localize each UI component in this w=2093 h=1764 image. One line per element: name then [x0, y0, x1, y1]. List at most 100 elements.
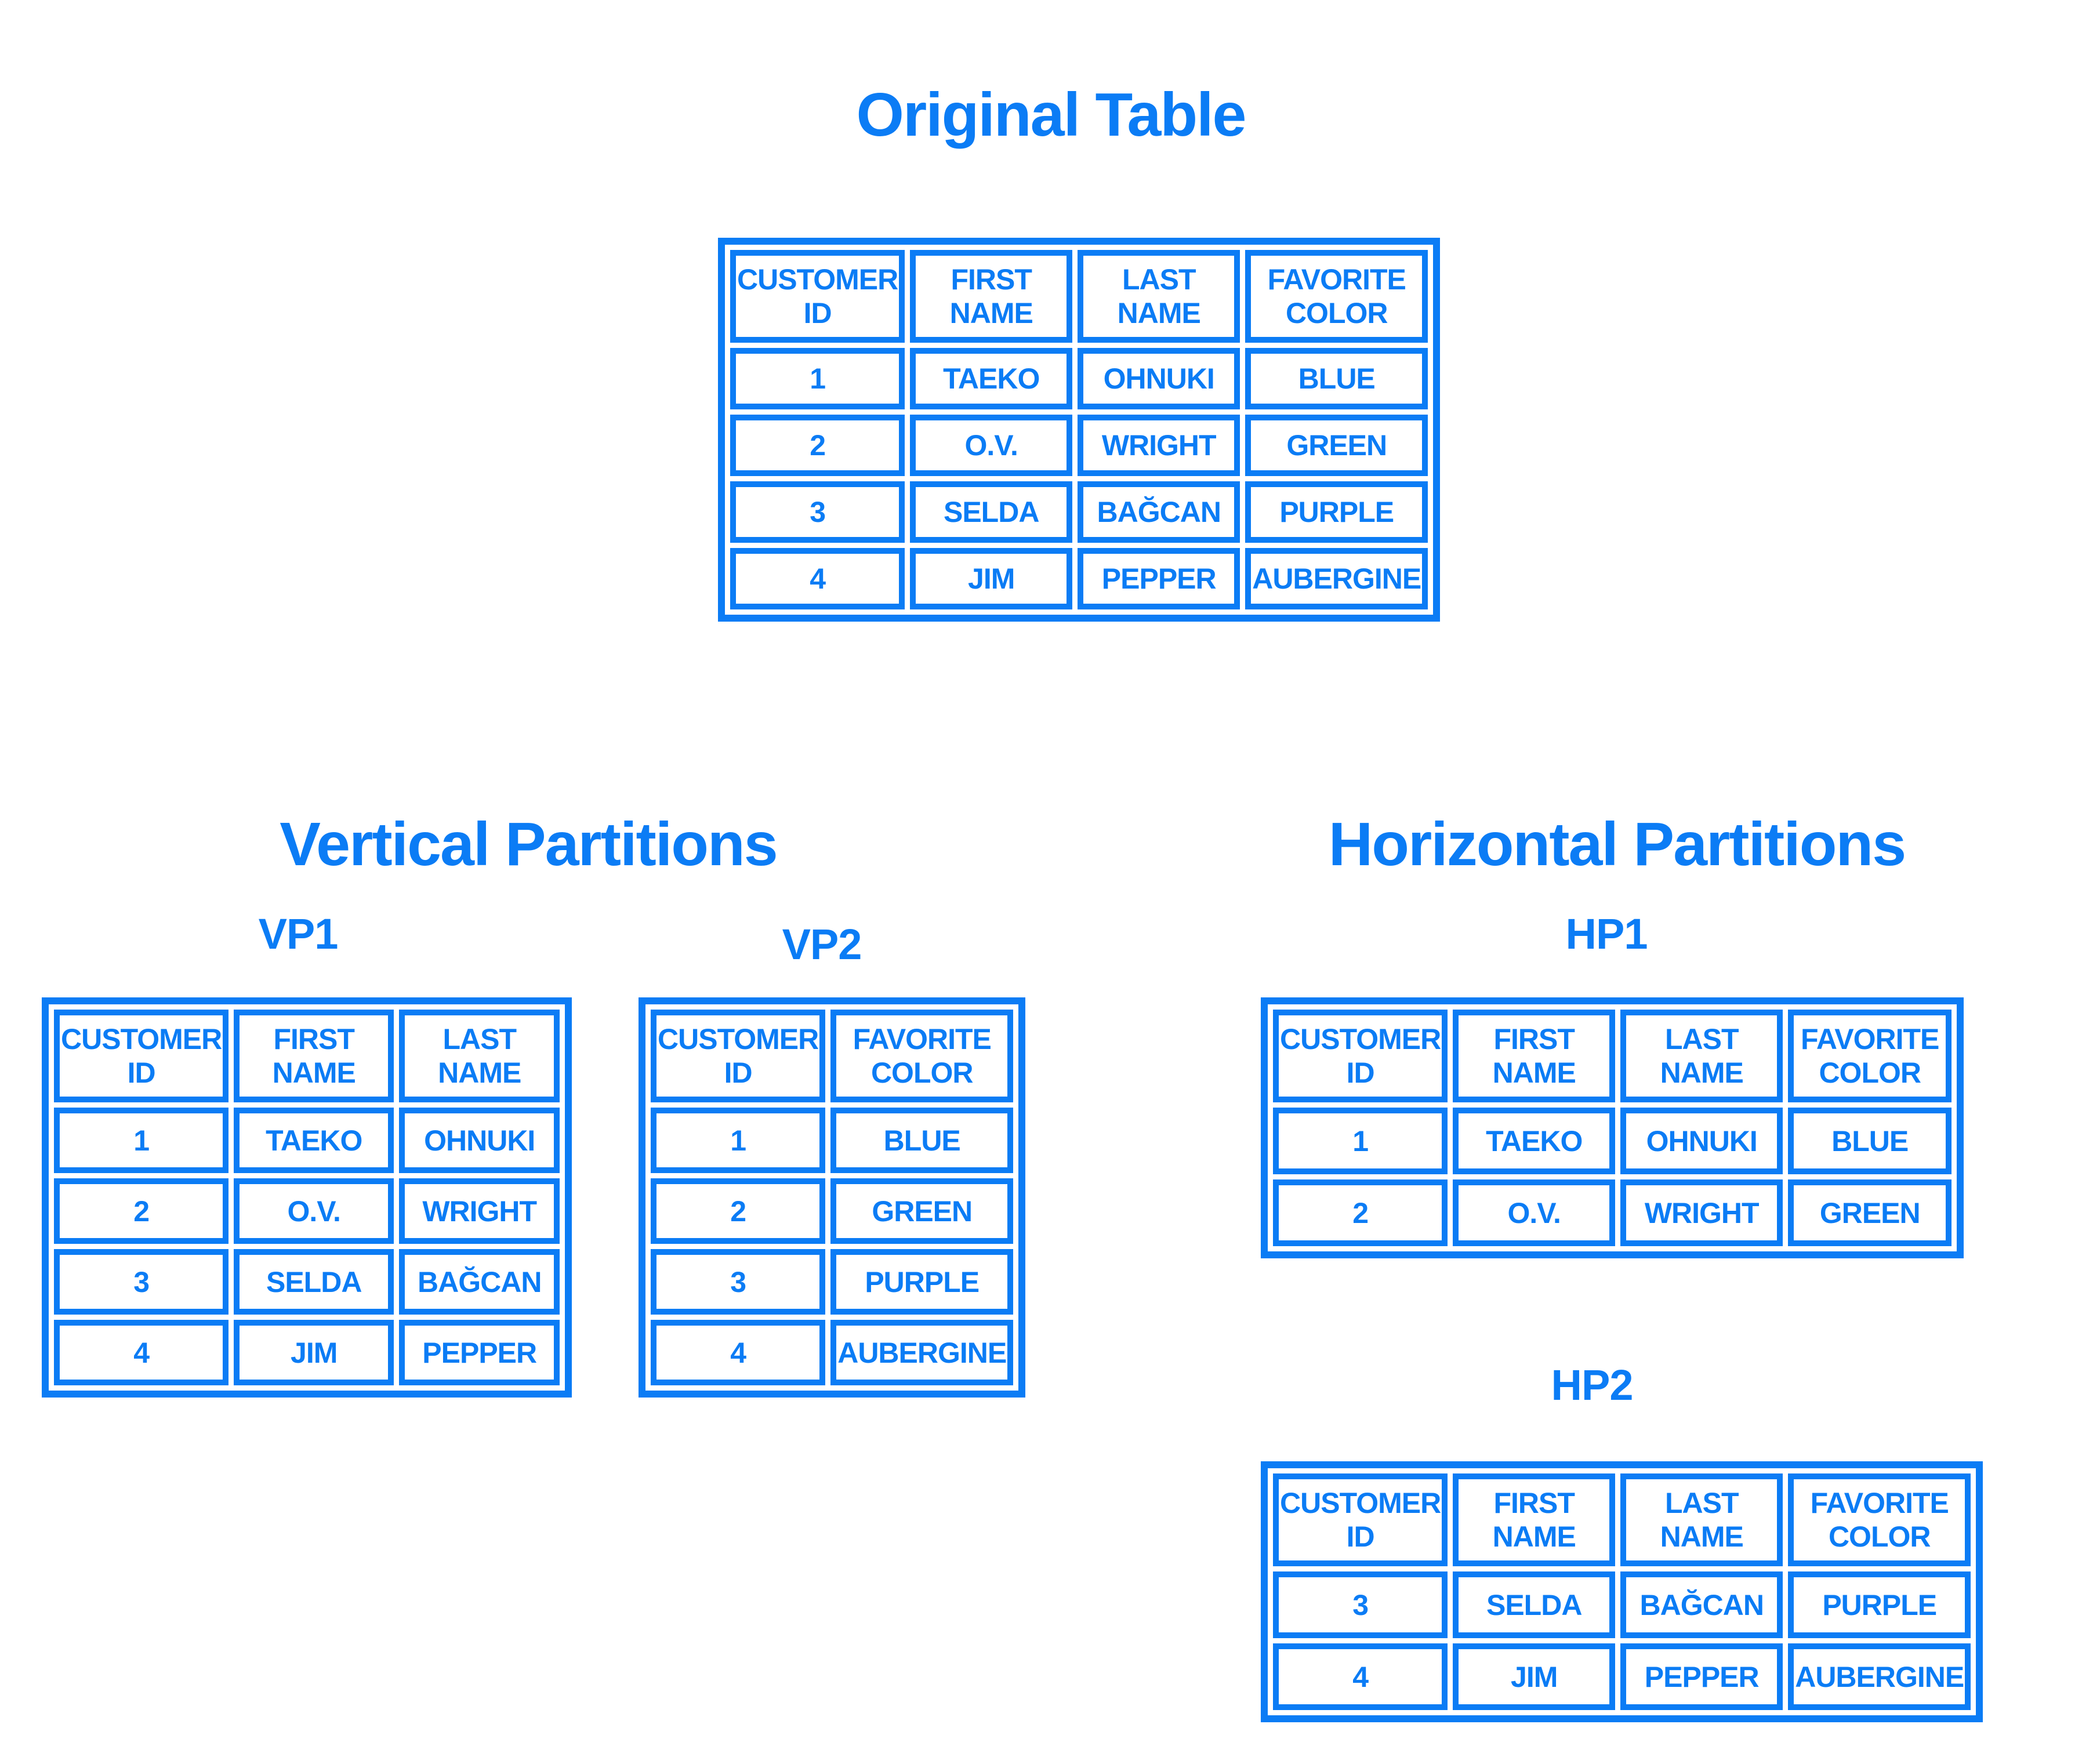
table-cell: PURPLE — [830, 1249, 1014, 1315]
table-cell: PURPLE — [1245, 481, 1428, 543]
table-cell: 3 — [54, 1249, 229, 1315]
column-header: CUSTOMER ID — [651, 1010, 826, 1102]
table-cell: OHNUKI — [1620, 1108, 1783, 1174]
table-cell: 1 — [651, 1108, 826, 1173]
table-row: 4 JIM PEPPER AUBERGINE — [730, 548, 1428, 609]
table-cell: GREEN — [1788, 1179, 1952, 1246]
table-cell: AUBERGINE — [1788, 1643, 1971, 1710]
table-row: 4 JIM PEPPER AUBERGINE — [1273, 1643, 1971, 1710]
table-cell: SELDA — [910, 481, 1073, 543]
table-cell: O.V. — [910, 415, 1073, 476]
table-cell: JIM — [1453, 1643, 1616, 1710]
table-cell: WRIGHT — [1078, 415, 1240, 476]
table-row: 4 JIM PEPPER — [54, 1320, 560, 1385]
table-row: 3 SELDA BAĞCAN — [54, 1249, 560, 1315]
table-row: 3 SELDA BAĞCAN PURPLE — [730, 481, 1428, 543]
header-row: CUSTOMER ID FIRST NAME LAST NAME — [54, 1010, 560, 1102]
table-row: 2 O.V. WRIGHT GREEN — [730, 415, 1428, 476]
table-cell: AUBERGINE — [1245, 548, 1428, 609]
table-row: 2 GREEN — [651, 1178, 1014, 1244]
table-cell: OHNUKI — [399, 1108, 560, 1173]
table-cell: PEPPER — [1620, 1643, 1783, 1710]
table-row: 2 O.V. WRIGHT GREEN — [1273, 1179, 1952, 1246]
table-cell: 4 — [730, 548, 905, 609]
table-cell: JIM — [910, 548, 1073, 609]
table-cell: O.V. — [1453, 1179, 1616, 1246]
hp1-label: HP1 — [1565, 910, 1648, 958]
table-cell: SELDA — [234, 1249, 394, 1315]
table-row: 1 TAEKO OHNUKI — [54, 1108, 560, 1173]
table-cell: WRIGHT — [1620, 1179, 1783, 1246]
column-header: FAVORITE COLOR — [830, 1010, 1014, 1102]
table-cell: BAĞCAN — [1078, 481, 1240, 543]
vertical-partitions-title: Vertical Partitions — [280, 810, 778, 879]
hp1-table: CUSTOMER ID FIRST NAME LAST NAME FAVORIT… — [1261, 997, 1964, 1258]
vp2-table: CUSTOMER ID FAVORITE COLOR 1 BLUE 2 GREE… — [639, 997, 1026, 1398]
table-row: 1 TAEKO OHNUKI BLUE — [730, 348, 1428, 409]
table-row: 1 TAEKO OHNUKI BLUE — [1273, 1108, 1952, 1174]
header-row: CUSTOMER ID FIRST NAME LAST NAME FAVORIT… — [730, 250, 1428, 343]
column-header: LAST NAME — [1620, 1010, 1783, 1102]
vp2-label: VP2 — [782, 920, 862, 968]
table-cell: O.V. — [234, 1178, 394, 1244]
column-header: CUSTOMER ID — [1273, 1010, 1448, 1102]
table-cell: 1 — [730, 348, 905, 409]
table-cell: BLUE — [1245, 348, 1428, 409]
table-cell: 1 — [1273, 1108, 1448, 1174]
column-header: LAST NAME — [1620, 1473, 1783, 1566]
table-row: 2 O.V. WRIGHT — [54, 1178, 560, 1244]
table-cell: PEPPER — [399, 1320, 560, 1385]
hp2-table: CUSTOMER ID FIRST NAME LAST NAME FAVORIT… — [1261, 1461, 1983, 1722]
vp1-label: VP1 — [258, 910, 339, 958]
column-header: CUSTOMER ID — [54, 1010, 229, 1102]
column-header: FIRST NAME — [910, 250, 1073, 343]
table-cell: GREEN — [1245, 415, 1428, 476]
table-cell: TAEKO — [910, 348, 1073, 409]
table-row: 3 SELDA BAĞCAN PURPLE — [1273, 1571, 1971, 1638]
table-cell: AUBERGINE — [830, 1320, 1014, 1385]
table-cell: OHNUKI — [1078, 348, 1240, 409]
column-header: LAST NAME — [1078, 250, 1240, 343]
header-row: CUSTOMER ID FAVORITE COLOR — [651, 1010, 1014, 1102]
table-cell: BAĞCAN — [399, 1249, 560, 1315]
column-header: FAVORITE COLOR — [1245, 250, 1428, 343]
hp2-label: HP2 — [1551, 1361, 1634, 1409]
table-row: 3 PURPLE — [651, 1249, 1014, 1315]
table-cell: BLUE — [830, 1108, 1014, 1173]
original-table: CUSTOMER ID FIRST NAME LAST NAME FAVORIT… — [718, 238, 1441, 622]
table-cell: 4 — [54, 1320, 229, 1385]
horizontal-partitions-title: Horizontal Partitions — [1328, 810, 1907, 879]
column-header: FAVORITE COLOR — [1788, 1010, 1952, 1102]
table-cell: JIM — [234, 1320, 394, 1385]
table-cell: BAĞCAN — [1620, 1571, 1783, 1638]
table-cell: 1 — [54, 1108, 229, 1173]
column-header: LAST NAME — [399, 1010, 560, 1102]
table-cell: 4 — [1273, 1643, 1448, 1710]
table-cell: 2 — [651, 1178, 826, 1244]
column-header: FIRST NAME — [1453, 1010, 1616, 1102]
table-cell: PEPPER — [1078, 548, 1240, 609]
table-cell: TAEKO — [1453, 1108, 1616, 1174]
table-cell: 4 — [651, 1320, 826, 1385]
vp1-table: CUSTOMER ID FIRST NAME LAST NAME 1 TAEKO… — [42, 997, 572, 1398]
header-row: CUSTOMER ID FIRST NAME LAST NAME FAVORIT… — [1273, 1010, 1952, 1102]
table-cell: PURPLE — [1788, 1571, 1971, 1638]
table-cell: SELDA — [1453, 1571, 1616, 1638]
table-cell: GREEN — [830, 1178, 1014, 1244]
column-header: CUSTOMER ID — [1273, 1473, 1448, 1566]
header-row: CUSTOMER ID FIRST NAME LAST NAME FAVORIT… — [1273, 1473, 1971, 1566]
table-cell: 3 — [1273, 1571, 1448, 1638]
column-header: CUSTOMER ID — [730, 250, 905, 343]
column-header: FIRST NAME — [234, 1010, 394, 1102]
table-cell: BLUE — [1788, 1108, 1952, 1174]
column-header: FIRST NAME — [1453, 1473, 1616, 1566]
original-table-title: Original Table — [856, 81, 1247, 149]
table-row: 1 BLUE — [651, 1108, 1014, 1173]
table-cell: WRIGHT — [399, 1178, 560, 1244]
table-cell: 2 — [730, 415, 905, 476]
table-cell: 3 — [651, 1249, 826, 1315]
table-cell: 2 — [54, 1178, 229, 1244]
column-header: FAVORITE COLOR — [1788, 1473, 1971, 1566]
table-cell: 3 — [730, 481, 905, 543]
table-row: 4 AUBERGINE — [651, 1320, 1014, 1385]
